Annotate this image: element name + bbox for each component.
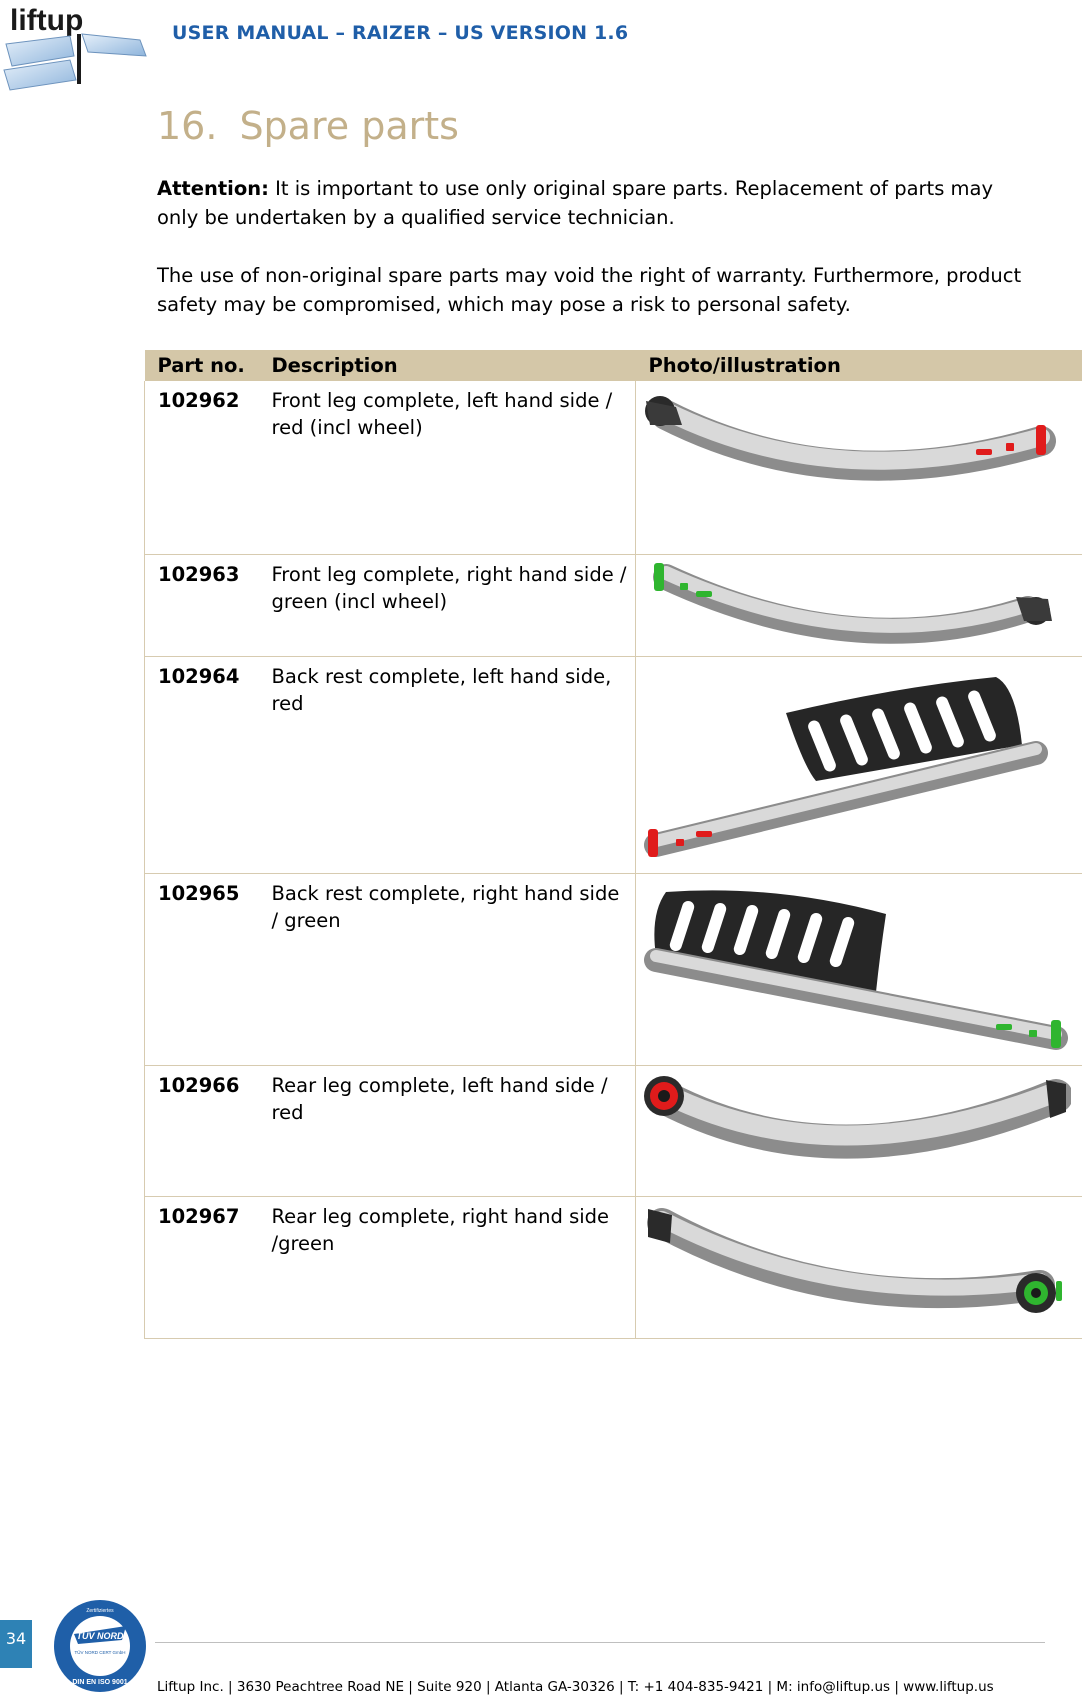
- section-number: 16.: [157, 104, 218, 148]
- header-photo: Photo/illustration: [635, 350, 1082, 381]
- table-row: 102964 Back rest complete, left hand sid…: [144, 656, 1082, 874]
- header-description: Description: [258, 350, 636, 381]
- part-description: Rear leg complete, right hand side /gree…: [258, 1196, 636, 1339]
- logo-wordmark: liftup: [10, 4, 83, 37]
- footer-address: Liftup Inc. | 3630 Peachtree Road NE | S…: [157, 1679, 994, 1695]
- section-title: 16. Spare parts: [157, 104, 459, 148]
- part-description: Front leg complete, left hand side / red…: [258, 381, 636, 555]
- part-number: 102966: [144, 1065, 259, 1197]
- part-photo: [635, 873, 1082, 1066]
- rear-leg-left-red-icon: [644, 1075, 1071, 1158]
- part-description: Back rest complete, right hand side / gr…: [258, 873, 636, 1066]
- attention-paragraph: Attention: It is important to use only o…: [157, 174, 1037, 232]
- warranty-paragraph: The use of non-original spare parts may …: [157, 264, 1022, 316]
- table-row: 102966 Rear leg complete, left hand side…: [144, 1065, 1082, 1197]
- back-rest-right-green-icon: [644, 889, 1068, 1050]
- part-number: 102967: [144, 1196, 259, 1339]
- liftup-logo: liftup: [3, 4, 147, 91]
- part-number: 102965: [144, 873, 259, 1066]
- table-header-row: Part no. Description Photo/illustration: [144, 350, 1082, 381]
- attention-label: Attention:: [157, 177, 269, 200]
- front-leg-left-red-icon: [645, 396, 1056, 481]
- rear-leg-right-green-icon: [647, 1207, 1062, 1313]
- page-number: 34: [0, 1620, 32, 1668]
- spare-parts-table: Part no. Description Photo/illustration …: [144, 350, 1082, 1339]
- seal-bottom-text: DIN EN ISO 9001: [72, 1679, 127, 1686]
- footer-divider: [155, 1642, 1045, 1643]
- section-name: Spare parts: [239, 104, 459, 148]
- part-number: 102964: [144, 656, 259, 874]
- part-description: Front leg complete, right hand side / gr…: [258, 554, 636, 657]
- seal-top-text: TÜV NORD: [77, 1631, 125, 1641]
- table-row: 102963 Front leg complete, right hand si…: [144, 554, 1082, 657]
- seal-middle-text: TÜV NORD CERT GmbH: [74, 1649, 125, 1655]
- table-row: 102965 Back rest complete, right hand si…: [144, 873, 1082, 1066]
- part-photo: [635, 381, 1082, 555]
- front-leg-right-green-icon: [653, 562, 1052, 644]
- part-number: 102962: [144, 381, 259, 555]
- table-row: 102967 Rear leg complete, right hand sid…: [144, 1196, 1082, 1339]
- seal-ring-text: Zertifiziertes: [86, 1608, 114, 1614]
- part-photo: [635, 1065, 1082, 1197]
- part-photo: [635, 1196, 1082, 1339]
- part-photo: [635, 554, 1082, 657]
- tuv-certification-seal-icon: TÜV NORD TÜV NORD CERT GmbH DIN EN ISO 9…: [54, 1600, 146, 1692]
- table-row: 102962 Front leg complete, left hand sid…: [144, 381, 1082, 555]
- attention-text: It is important to use only original spa…: [157, 177, 994, 229]
- part-description: Back rest complete, left hand side, red: [258, 656, 636, 874]
- header-part-no: Part no.: [144, 350, 259, 381]
- part-photo: [635, 656, 1082, 874]
- part-number: 102963: [144, 554, 259, 657]
- document-header-title: USER MANUAL – RAIZER – US VERSION 1.6: [172, 22, 629, 44]
- back-rest-left-red-icon: [644, 676, 1048, 857]
- part-description: Rear leg complete, left hand side / red: [258, 1065, 636, 1197]
